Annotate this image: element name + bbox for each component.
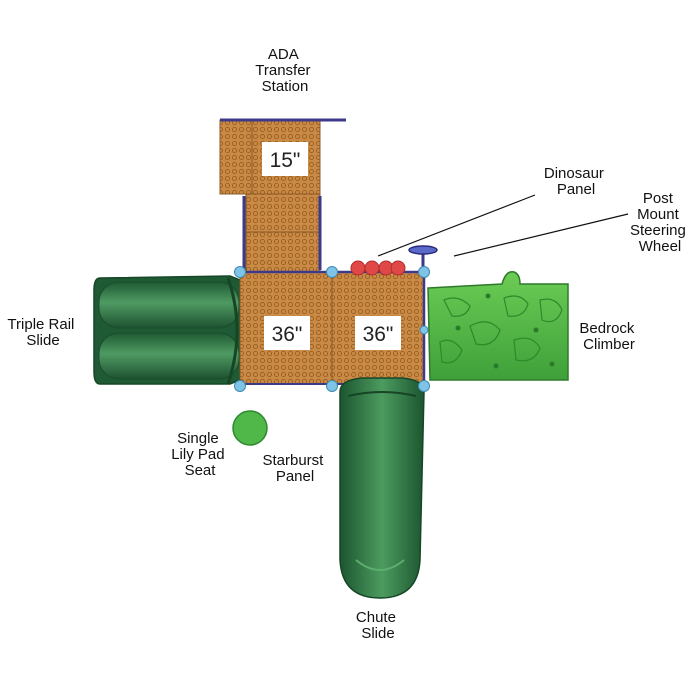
chute-slide (339, 377, 425, 599)
ada-height-label: 15" (270, 149, 301, 172)
starburst-panel-label: Starburst Panel (262, 452, 327, 485)
ada-height-badge (262, 142, 308, 176)
right-deck-badge (355, 316, 401, 350)
dinosaur-panel-label: Dinosaur Panel (544, 165, 608, 198)
right-deck-height-label: 36" (363, 323, 394, 346)
steering-wheel-label: Post Mount Steering Wheel (630, 190, 690, 255)
ada-transfer-station: 15" (219, 118, 346, 273)
left-deck-height-label: 36" (272, 323, 303, 346)
deck-posts (234, 266, 430, 392)
bedrock-climber (427, 271, 569, 381)
ada-transfer-station-label: ADA Transfer Station (255, 46, 314, 95)
triple-rail-slide-label: Triple Rail Slide (7, 316, 78, 349)
bedrock-climber-label: Bedrock Climber (579, 320, 638, 353)
triple-rail-slide (93, 275, 241, 385)
chute-slide-label: Chute Slide (356, 609, 400, 642)
left-deck-badge (264, 316, 310, 350)
main-decks: 36" 36" (239, 270, 426, 385)
lily-pad-seat-label: Single Lily Pad Seat (171, 430, 229, 479)
lily-pad-seat (232, 410, 268, 446)
steering-leader-line (453, 213, 629, 257)
dinosaur-leader-line (377, 194, 536, 257)
dinosaur-panel (350, 260, 406, 276)
